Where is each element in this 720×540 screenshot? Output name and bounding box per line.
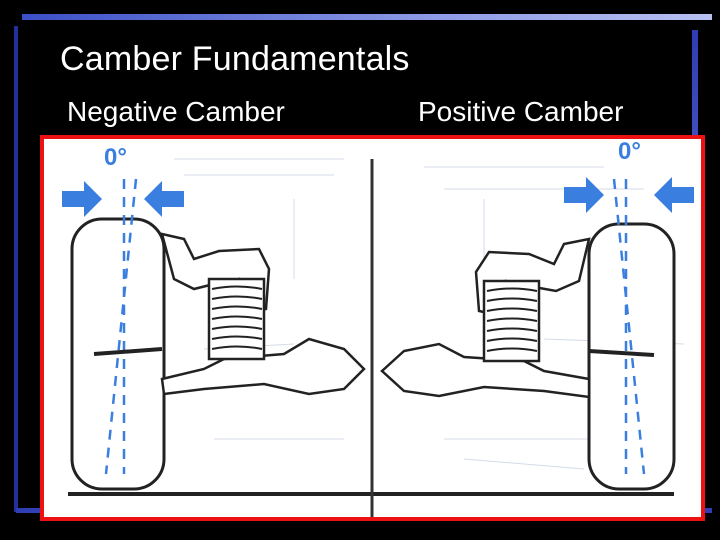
suspension-illustration: 0° 0° [44,139,701,517]
left-outward-arrow [144,181,184,217]
right-inward-arrow [564,177,604,213]
camber-diagram: 0° 0° [40,135,705,521]
left-inward-arrow [62,181,102,217]
right-outward-arrow [654,177,694,213]
slide-title: Camber Fundamentals [60,40,410,79]
right-suspension [382,239,589,397]
negative-camber-label: Negative Camber [67,96,285,128]
left-angle-label: 0° [104,144,127,171]
right-wheel [589,224,674,489]
left-suspension [162,234,364,394]
right-angle-label: 0° [618,139,641,165]
decorative-top-bar [22,14,712,20]
decorative-left-bar [14,26,18,512]
positive-camber-label: Positive Camber [418,96,623,128]
